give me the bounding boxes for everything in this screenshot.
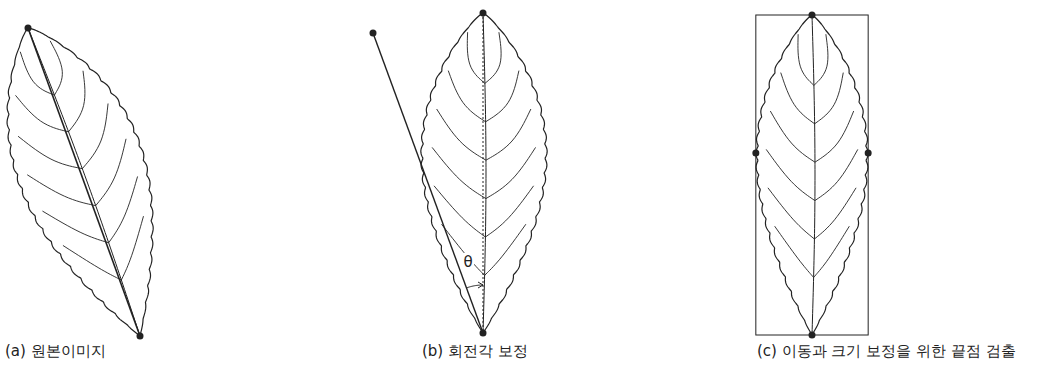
leaf-vein bbox=[781, 73, 815, 124]
end-point bbox=[480, 330, 487, 337]
leaf-vein bbox=[96, 139, 126, 206]
leaf-vein bbox=[815, 111, 854, 162]
leaf-vein bbox=[486, 71, 519, 122]
leaf-vein bbox=[775, 226, 814, 277]
leaf-vein bbox=[768, 188, 815, 239]
end-point bbox=[370, 30, 377, 37]
leaf-vein bbox=[69, 71, 85, 132]
leaf-vein bbox=[485, 224, 526, 275]
leaf-vein bbox=[486, 109, 531, 160]
end-point bbox=[137, 333, 144, 340]
leaf-vein bbox=[50, 41, 62, 95]
leaf-vein bbox=[434, 186, 485, 237]
leaf-vein bbox=[815, 73, 844, 124]
leaf-vein bbox=[27, 175, 95, 206]
leaf-vein bbox=[814, 188, 856, 239]
leaf-vein bbox=[798, 34, 814, 85]
leaf-vein bbox=[766, 149, 815, 200]
leaf-vein bbox=[15, 95, 68, 132]
original-axis bbox=[373, 33, 483, 333]
end-point bbox=[809, 332, 816, 339]
end-point bbox=[25, 25, 32, 32]
leaf-vein bbox=[42, 211, 108, 243]
leaf-vein bbox=[770, 111, 815, 162]
tip-base-line bbox=[28, 28, 140, 336]
leaf-outline bbox=[7, 28, 153, 336]
figure-caption: (c) 이동과 크기 보정을 위한 끝점 검출 bbox=[757, 342, 1016, 360]
panel-b bbox=[370, 10, 548, 337]
leaf-vein bbox=[448, 71, 485, 122]
leaf-vein bbox=[109, 176, 138, 242]
leaf-vein bbox=[814, 34, 828, 85]
leaf-vein bbox=[815, 149, 858, 200]
leaf-vein bbox=[467, 32, 485, 83]
leaf-outline bbox=[756, 15, 868, 335]
leaf-vein bbox=[814, 226, 850, 277]
end-point bbox=[480, 10, 487, 17]
leaf-midrib bbox=[812, 15, 815, 335]
leaf-vein bbox=[442, 224, 485, 275]
figure-caption: (b) 회전각 보정 bbox=[422, 342, 528, 360]
leaf-vein bbox=[121, 216, 143, 280]
figure-caption: (a) 원본이미지 bbox=[5, 342, 106, 360]
bounding-box bbox=[756, 15, 868, 335]
panel-a bbox=[7, 25, 153, 340]
end-point bbox=[752, 150, 759, 157]
leaf-vein bbox=[437, 109, 486, 160]
leaf-vein bbox=[485, 186, 533, 237]
leaf-outline bbox=[421, 13, 547, 333]
angle-symbol: θ bbox=[462, 253, 473, 271]
leaf-vein bbox=[486, 147, 536, 198]
leaf-vein bbox=[82, 104, 108, 169]
panel-c bbox=[752, 12, 871, 339]
leaf-vein bbox=[432, 147, 486, 198]
end-point bbox=[809, 12, 816, 19]
leaf-midrib bbox=[28, 28, 140, 336]
leaf-vein bbox=[485, 32, 501, 83]
end-point bbox=[865, 150, 872, 157]
angle-arrow bbox=[478, 282, 483, 288]
